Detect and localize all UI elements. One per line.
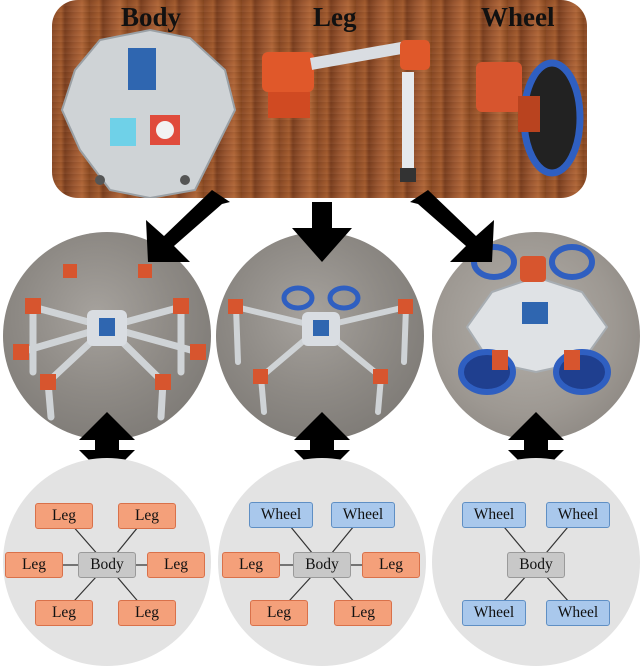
body-label: Body [121,2,182,32]
graph1-node-leg-bottom-left: Leg [35,600,93,626]
graph3-node-wheel-top-right: Wheel [546,502,610,528]
arrow-wheel-to-wheeled [410,190,494,262]
graph1-node-body: Body [78,552,136,578]
graph1-node-leg-mid-left: Leg [5,552,63,578]
graph2-node-leg-mid-right: Leg [362,552,420,578]
wheeled-photo [432,232,640,440]
graph3-node-wheel-bottom-right: Wheel [546,600,610,626]
graph2-node-body: Body [293,552,351,578]
graph3-node-body: Body [507,552,565,578]
graph1-node-leg-top-left: Leg [35,503,93,529]
wheel-module [476,59,584,177]
leg-label: Leg [313,2,357,32]
modules-illustration [60,28,584,198]
graph1-node-leg-bottom-right: Leg [118,600,176,626]
graph2-node-wheel-top-right: Wheel [331,502,395,528]
hexapod-illustration [13,264,206,421]
leg-module [262,40,430,182]
graph2-node-leg-bottom-right: Leg [334,600,392,626]
modules-photo [52,0,587,198]
wheeled-illustration [458,244,611,395]
hybrid-photo [216,232,424,440]
graph3-node-wheel-top-left: Wheel [462,502,526,528]
arrow-leg-to-hybrid [292,202,352,262]
hexapod-photo [3,232,211,440]
arrow-body-to-hexapod [146,190,230,262]
graph2-node-leg-bottom-left: Leg [250,600,308,626]
graph2-node-leg-mid-left: Leg [222,552,280,578]
graph1-node-leg-top-right: Leg [118,503,176,529]
body-module [60,28,237,198]
graph2-node-wheel-top-left: Wheel [249,502,313,528]
graph1-node-leg-mid-right: Leg [147,552,205,578]
graph3-node-wheel-bottom-left: Wheel [462,600,526,626]
hybrid-illustration [228,285,413,415]
wheel-label: Wheel [481,2,555,32]
